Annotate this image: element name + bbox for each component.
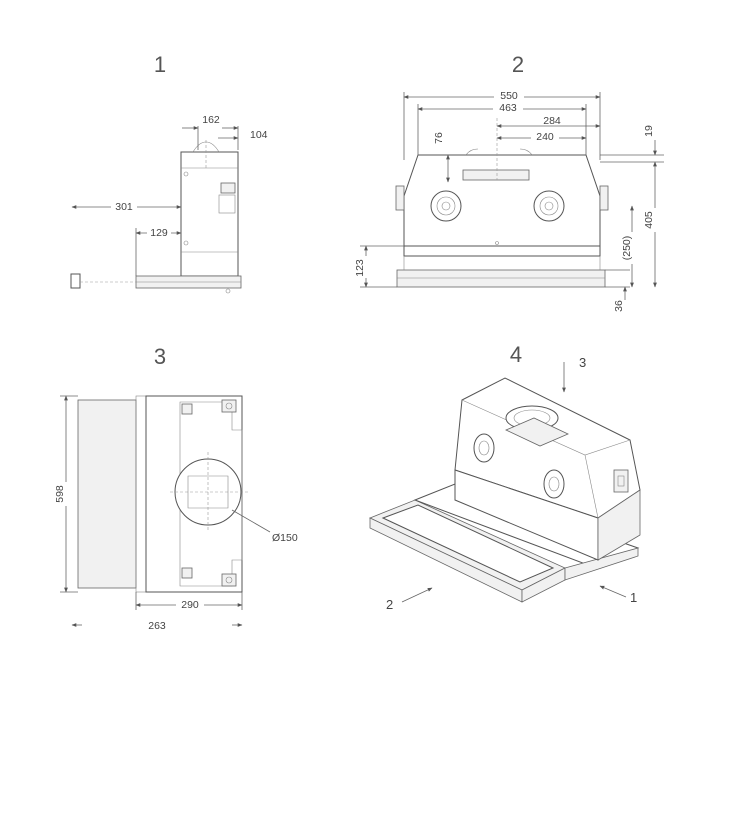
front-view-motor-left [430,190,462,222]
dim-550: 550 [500,90,518,102]
side-view-number: 1 [154,52,166,77]
callout-1: 1 [630,590,637,605]
top-view: 3 Ø150 598 290 [54,344,298,632]
dim-150: Ø150 [272,532,298,544]
top-view-slide [77,399,137,589]
dim-284: 284 [543,115,561,127]
front-view-number: 2 [512,52,524,77]
iso-view-outlet [505,405,569,447]
dim-263: 263 [148,620,166,632]
iso-view-number: 4 [510,342,522,367]
iso-view-motor-right [543,469,565,499]
callout-2: 2 [386,597,393,612]
dim-36: 36 [613,300,625,312]
front-view: 2 550 [354,52,664,312]
dim-129: 129 [150,227,168,239]
dim-123: 123 [354,259,366,277]
side-view-handle [70,273,81,289]
side-view: 1 162 104 301 129 [70,52,268,294]
front-view-motor-right [533,190,565,222]
dim-463: 463 [499,102,517,114]
dim-598: 598 [54,485,66,503]
front-view-band [403,245,601,257]
dim-104: 104 [250,129,268,141]
dim-76: 76 [433,132,445,144]
iso-view: 4 3 2 1 [369,342,641,612]
iso-view-motor-left [473,433,495,463]
dim-240: 240 [536,131,554,143]
front-view-outlet [462,169,530,181]
front-view-slide [396,269,606,288]
dim-290: 290 [181,599,199,611]
side-view-body [180,151,239,277]
dim-301: 301 [115,201,133,213]
dim-405: 405 [643,211,655,229]
dim-250: (250) [621,236,633,261]
top-view-duct [170,452,250,532]
dim-19: 19 [643,125,655,137]
top-view-number: 3 [154,344,166,369]
callout-3: 3 [579,355,586,370]
dim-162: 162 [202,114,220,126]
